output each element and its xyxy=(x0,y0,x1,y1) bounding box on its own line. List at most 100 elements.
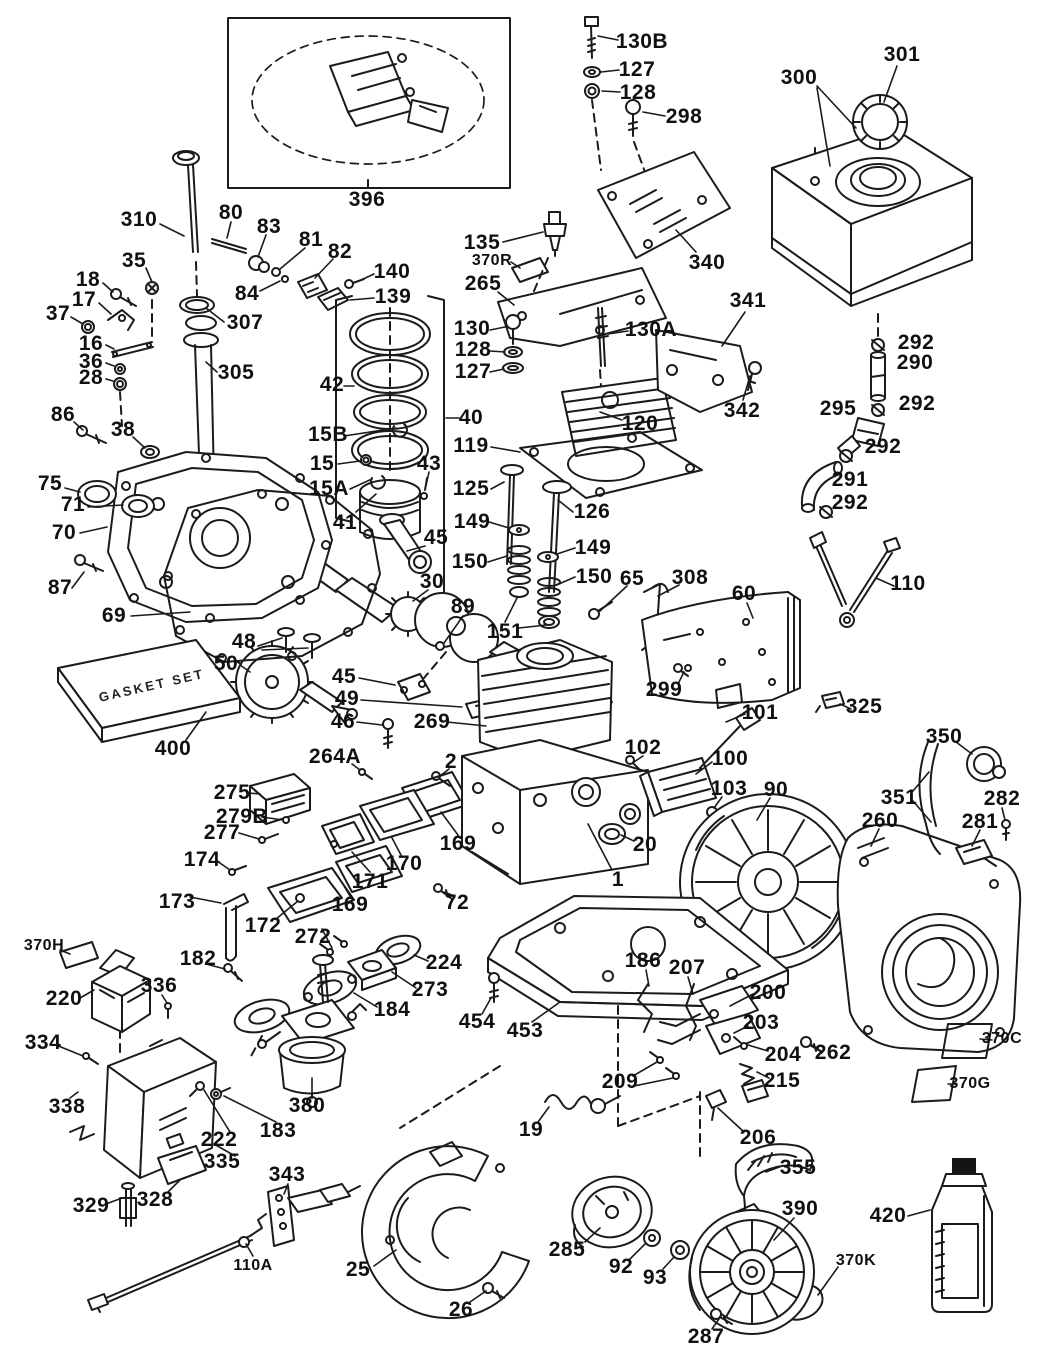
part-label-17: 17 xyxy=(71,288,97,311)
part-label-110: 110 xyxy=(890,572,926,595)
breather-171 xyxy=(321,813,375,855)
connecting-rod-45 xyxy=(379,513,432,574)
washer-149b xyxy=(537,551,559,563)
pin-80 xyxy=(211,238,247,254)
carburetor-380 xyxy=(257,954,367,1108)
part-label-170: 170 xyxy=(385,852,423,875)
part-label-390: 390 xyxy=(781,1197,819,1220)
part-label-281: 281 xyxy=(961,810,999,833)
fuel-tank-300 xyxy=(771,127,973,307)
lockwasher-128 xyxy=(503,346,523,358)
part-label-26: 26 xyxy=(448,1298,474,1321)
bracket-343 xyxy=(267,1183,361,1247)
part-label-101: 101 xyxy=(741,701,779,724)
plug-lead-101 xyxy=(699,707,761,769)
part-label-370C: 370C xyxy=(981,1030,1023,1047)
part-label-265: 265 xyxy=(464,272,502,295)
part-label-120: 120 xyxy=(621,412,659,435)
part-label-340: 340 xyxy=(688,251,726,274)
screw-102 xyxy=(625,755,641,771)
part-label-222: 222 xyxy=(200,1128,238,1151)
part-label-49: 49 xyxy=(334,687,360,710)
bolt-130 xyxy=(505,314,521,345)
part-label-301: 301 xyxy=(883,43,921,66)
carb-flange xyxy=(233,998,291,1034)
part-label-305: 305 xyxy=(217,361,255,384)
part-label-89: 89 xyxy=(450,595,476,618)
part-label-172: 172 xyxy=(244,914,282,937)
part-label-350: 350 xyxy=(925,725,963,748)
governor-spool-82 xyxy=(297,273,328,299)
part-label-182: 182 xyxy=(179,947,217,970)
part-label-370G: 370G xyxy=(949,1075,991,1092)
exhaust-valve-126 xyxy=(542,480,572,593)
part-label-307: 307 xyxy=(226,311,264,334)
part-label-83: 83 xyxy=(256,215,282,238)
bolt-18 xyxy=(110,288,137,307)
part-label-28: 28 xyxy=(78,366,104,389)
engine-block-1 xyxy=(461,639,649,885)
clamp-292-a xyxy=(871,338,885,352)
bearing-71 xyxy=(121,494,155,518)
gasket-set-400: GASKET SET xyxy=(57,639,241,743)
mount-bracket-265 xyxy=(497,267,667,347)
part-label-128: 128 xyxy=(454,338,492,361)
part-label-454: 454 xyxy=(458,1010,496,1033)
hose-elbow-291 xyxy=(800,461,843,513)
part-label-273: 273 xyxy=(411,978,449,1001)
clip-206 xyxy=(705,1089,727,1121)
part-label-102: 102 xyxy=(624,736,662,759)
part-label-151: 151 xyxy=(486,620,524,643)
screw-282 xyxy=(1001,819,1011,841)
bolt-298 xyxy=(625,99,641,137)
part-label-130B: 130B xyxy=(615,30,669,53)
part-label-20: 20 xyxy=(632,833,658,856)
wire-186 xyxy=(637,983,653,1033)
part-label-292: 292 xyxy=(864,435,902,458)
part-label-215: 215 xyxy=(763,1069,801,1092)
spacer-273 xyxy=(347,949,397,991)
part-label-298: 298 xyxy=(665,105,703,128)
bolt-329 xyxy=(119,1182,137,1227)
part-label-338: 338 xyxy=(48,1095,86,1118)
ground-wire-110 xyxy=(809,531,901,628)
part-label-41: 41 xyxy=(332,511,358,534)
part-label-264A: 264A xyxy=(308,745,362,768)
part-label-40: 40 xyxy=(458,406,484,429)
stud-130A xyxy=(595,307,609,367)
retaining-ring-15A xyxy=(369,475,386,490)
part-label-93: 93 xyxy=(642,1266,668,1289)
screws-272 xyxy=(319,935,348,956)
part-label-370R: 370R xyxy=(471,252,513,269)
part-label-341: 341 xyxy=(729,289,767,312)
part-label-130: 130 xyxy=(453,317,491,340)
gasket-169b xyxy=(335,845,403,893)
washer-149a xyxy=(508,524,530,536)
spark-plug-135 xyxy=(543,211,567,257)
bracket-341 xyxy=(655,329,753,413)
part-label-290: 290 xyxy=(896,351,934,374)
bolt-287 xyxy=(710,1308,733,1325)
washer-127 xyxy=(583,66,601,78)
part-label-272: 272 xyxy=(294,925,332,948)
part-label-380: 380 xyxy=(288,1094,326,1117)
part-label-300: 300 xyxy=(780,66,818,89)
part-label-200: 200 xyxy=(749,981,787,1004)
part-label-291: 291 xyxy=(831,468,869,491)
part-label-15: 15 xyxy=(309,452,335,475)
part-label-370H: 370H xyxy=(23,937,65,954)
blower-housing-260 xyxy=(836,823,1022,1053)
part-label-125: 125 xyxy=(452,477,490,500)
part-label-19: 19 xyxy=(518,1118,544,1141)
hook-338 xyxy=(69,1125,95,1141)
part-label-292: 292 xyxy=(897,331,935,354)
decal-370C xyxy=(941,1023,993,1059)
piston-41 xyxy=(359,479,421,540)
clamp-292-d xyxy=(819,505,833,519)
part-label-269: 269 xyxy=(413,710,451,733)
part-label-1: 1 xyxy=(611,868,625,891)
elbow-183 xyxy=(210,1087,231,1100)
part-label-277: 277 xyxy=(203,821,241,844)
part-label-80: 80 xyxy=(218,201,244,224)
retainer-151a xyxy=(509,586,529,598)
